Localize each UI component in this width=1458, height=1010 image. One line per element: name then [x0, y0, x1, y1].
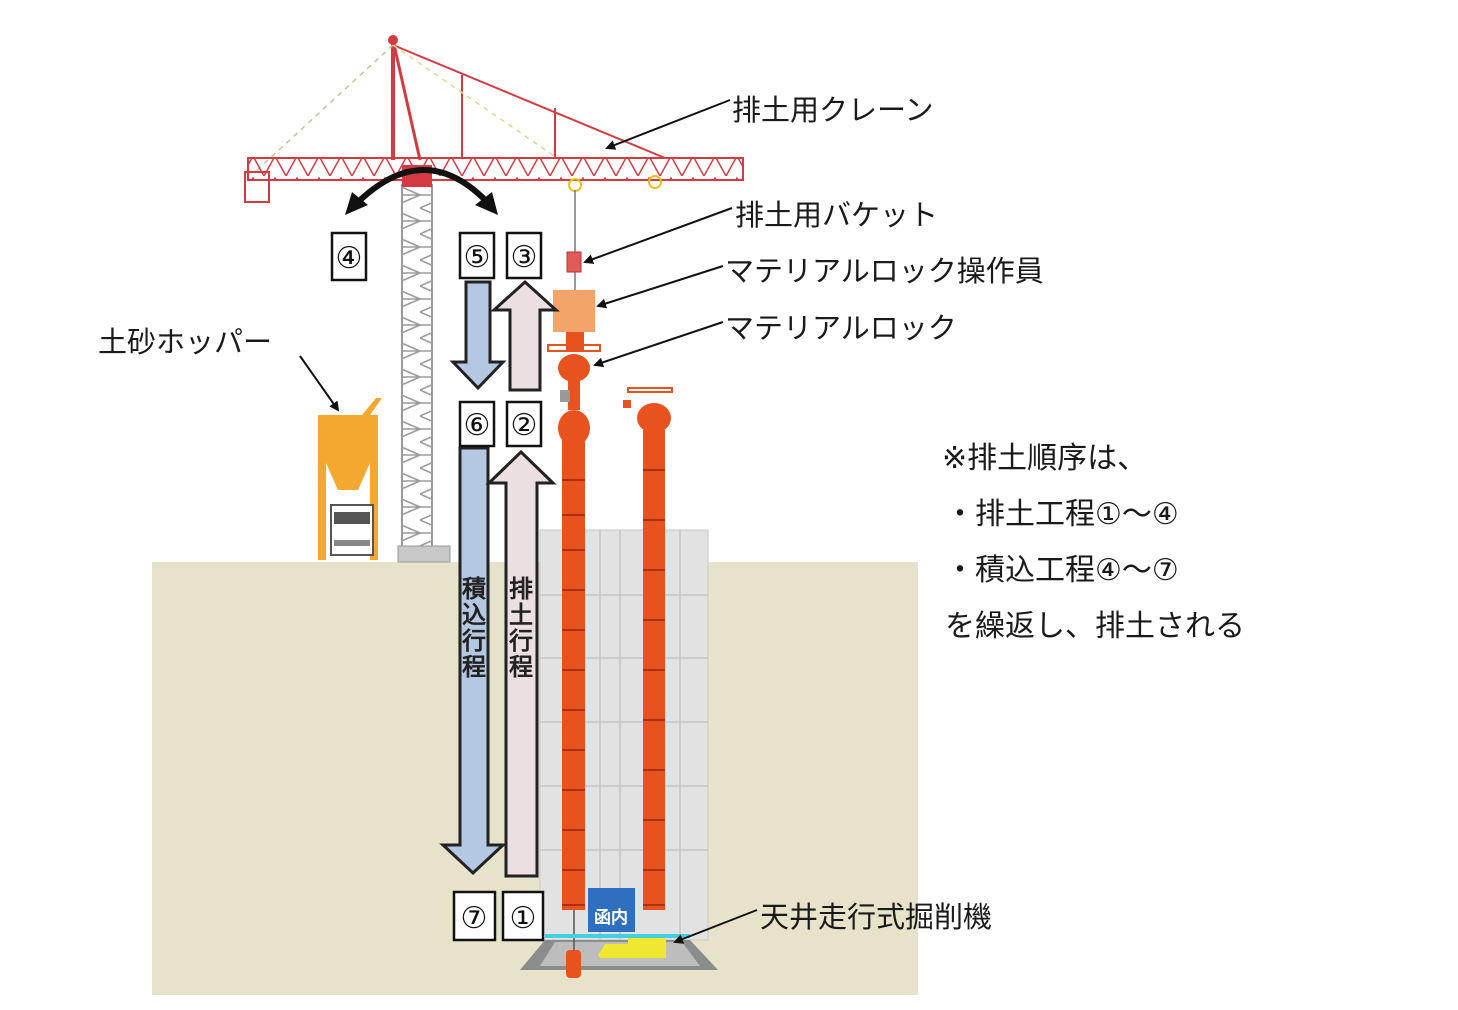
svg-text:積: 積 [462, 575, 486, 603]
sequence-note: ※排土順序は、 ・排土工程①～④ ・積込工程④～⑦ を繰返し、排土される [942, 441, 1245, 644]
svg-text:程: 程 [462, 653, 486, 681]
svg-text:⑤: ⑤ [464, 240, 491, 275]
svg-text:程: 程 [509, 653, 533, 681]
svg-text:④: ④ [336, 241, 363, 276]
svg-text:土: 土 [509, 601, 533, 629]
svg-text:込: 込 [462, 601, 486, 629]
svg-text:を繰返し、排土される: を繰返し、排土される [945, 609, 1245, 644]
loading-arrow-upper [449, 280, 507, 391]
svg-text:①: ① [510, 901, 537, 936]
step-1: ① [501, 890, 545, 942]
step-5: ⑤ [458, 231, 496, 280]
svg-text:⑦: ⑦ [461, 901, 488, 936]
step-7: ⑦ [452, 890, 497, 942]
discharge-process-label: 排 土 行 程 [508, 575, 533, 681]
excavator-label: 天井走行式掘削機 [760, 900, 992, 934]
svg-text:排: 排 [509, 575, 533, 603]
svg-text:行: 行 [461, 627, 486, 655]
svg-text:・排土工程①～④: ・排土工程①～④ [945, 497, 1179, 532]
material-lock [547, 290, 601, 446]
bucket-label: 排土用バケット [735, 198, 938, 232]
material-lock-label: マテリアルロック [725, 311, 957, 345]
crane-label: 排土用クレーン [732, 93, 934, 127]
swing-arrow [352, 167, 493, 208]
svg-text:行: 行 [508, 627, 533, 655]
svg-text:⑥: ⑥ [464, 408, 491, 443]
step-2: ② [505, 400, 543, 448]
svg-text:※排土順序は、: ※排土順序は、 [942, 441, 1147, 476]
discharge-arrow-upper [490, 279, 560, 392]
step-4: ④ [330, 231, 368, 282]
operator-label: マテリアルロック操作員 [725, 254, 1044, 288]
excavator [598, 938, 666, 958]
inside-box-label: 函内 [594, 907, 628, 928]
discharge-crane [244, 35, 744, 563]
loading-process-label: 積 込 行 程 [461, 575, 486, 681]
svg-text:・積込工程④～⑦: ・積込工程④～⑦ [945, 553, 1179, 588]
hopper-label: 土砂ホッパー [98, 325, 272, 359]
discharge-arrow-lower [485, 449, 557, 878]
step-6: ⑥ [458, 400, 496, 448]
pipe-left [562, 440, 585, 978]
leader-lines [299, 99, 758, 944]
svg-text:③: ③ [511, 240, 538, 275]
loading-arrow-lower [439, 446, 507, 876]
svg-text:②: ② [511, 408, 538, 443]
inside-box [588, 888, 635, 932]
soil-hopper [318, 398, 382, 560]
step-3: ③ [505, 231, 543, 280]
pipe-right [623, 387, 673, 910]
discharge-bucket [566, 251, 582, 273]
